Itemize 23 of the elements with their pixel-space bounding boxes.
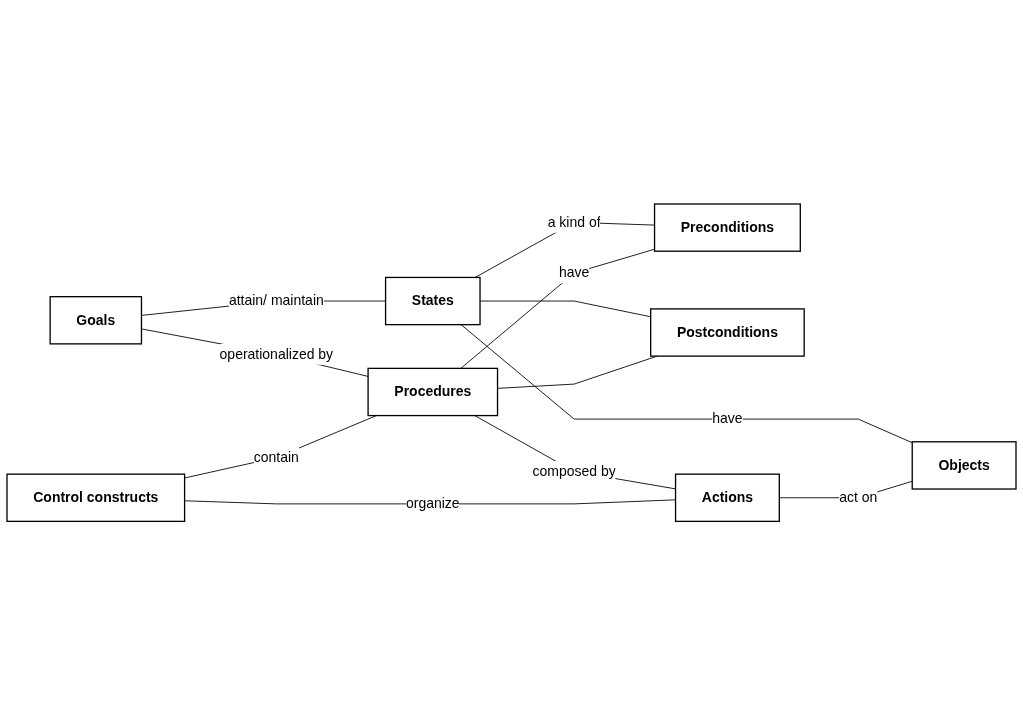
node-box: Actions (674, 473, 780, 523)
connector (184, 499, 676, 505)
edge-label: have (558, 265, 590, 281)
connector (460, 324, 913, 444)
node-box: States (384, 277, 481, 326)
node-box: Objects (911, 441, 1017, 490)
edge-label: a kind of (547, 214, 601, 230)
node-box: Control constructs (6, 473, 186, 523)
edge-label: attain/ maintain (228, 293, 324, 309)
edge-label: contain (253, 449, 299, 465)
connector (460, 249, 655, 370)
edge-label: organize (405, 496, 460, 512)
node-box: Postconditions (650, 308, 805, 358)
node-box: Preconditions (653, 203, 801, 253)
edge-label: act on (839, 490, 878, 506)
node-box: Procedures (367, 368, 499, 417)
connector (184, 415, 377, 479)
edge-label: have (712, 411, 743, 427)
connector (141, 328, 369, 378)
node-box: Goals (49, 296, 143, 345)
edge-label: composed by (532, 463, 616, 479)
edge-label: operationalized by (219, 346, 334, 362)
connector (474, 415, 676, 490)
